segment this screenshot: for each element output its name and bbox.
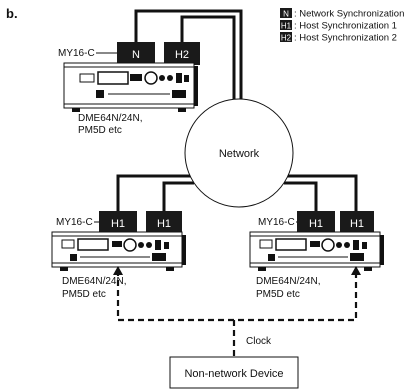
port-label: H1: [157, 218, 171, 230]
knob-icon: [123, 238, 137, 252]
legend-text: : Network Synchronization: [294, 9, 404, 20]
model-line-1: DME64N/24N,: [62, 276, 126, 287]
legend-key-box: [280, 8, 292, 18]
port-label: N: [132, 49, 140, 61]
rack-unit: [63, 62, 195, 109]
model-line-2: PM5D etc: [78, 125, 122, 136]
legend-text: : Host Synchronization 2: [294, 33, 397, 44]
port-h2: [164, 42, 200, 65]
legend-key: H1: [281, 22, 292, 31]
port-label: H1: [350, 218, 364, 230]
model-line-1: DME64N/24N,: [78, 113, 142, 124]
rack-unit: [249, 231, 381, 268]
legend-key-box: [280, 32, 292, 42]
left-device: MY16-C H1 H1 DME64N/24N, PM5D etc: [51, 211, 186, 300]
model-line-2: PM5D etc: [62, 289, 106, 300]
top-device: MY16-C N H2 DME64N/24N, PM5D etc: [58, 42, 200, 136]
port-h1: [99, 211, 137, 234]
network-label: Network: [219, 148, 260, 160]
legend-item-h1: H1 : Host Synchronization 1: [280, 20, 397, 32]
port-h1: [297, 211, 335, 234]
legend-item-h2: H2 : Host Synchronization 2: [280, 32, 397, 44]
non-network-device: Non-network Device: [169, 356, 299, 389]
card-label: MY16-C: [258, 217, 295, 228]
display-screen: [97, 71, 129, 85]
model-line-1: DME64N/24N,: [256, 276, 320, 287]
port-label: H2: [175, 49, 189, 61]
port-label: H1: [111, 218, 125, 230]
right-device: MY16-C H1 H1 DME64N/24N, PM5D etc: [249, 211, 384, 300]
display-screen: [77, 238, 109, 251]
clock-bus: [116, 270, 358, 322]
display-screen: [275, 238, 307, 251]
cable-left-h1b: [162, 181, 194, 212]
legend-item-n: N : Network Synchronization: [280, 8, 404, 20]
clock-lines: [116, 270, 358, 357]
legend-key-box: [280, 20, 292, 30]
figure-label: b.: [6, 6, 18, 21]
port-h1: [146, 211, 182, 234]
legend-key: H2: [281, 34, 292, 43]
cable-right-h1a: [284, 181, 318, 212]
rack-unit: [51, 231, 183, 268]
card-label: MY16-C: [58, 48, 95, 59]
legend: N : Network Synchronization H1 : Host Sy…: [280, 8, 404, 44]
knob-icon: [144, 71, 158, 85]
network-cables: [116, 9, 358, 212]
arrow-up-icon: [113, 266, 123, 275]
clock-label: Clock: [246, 336, 272, 347]
cable-right-h1b: [279, 174, 358, 212]
cable-top-h2: [180, 15, 236, 103]
port-label: H1: [309, 218, 323, 230]
model-line-2: PM5D etc: [256, 289, 300, 300]
non-network-box: [169, 356, 299, 389]
non-network-label: Non-network Device: [184, 368, 283, 380]
port-h1: [340, 211, 374, 234]
legend-text: : Host Synchronization 1: [294, 21, 397, 32]
card-label: MY16-C: [56, 217, 93, 228]
port-n: [117, 42, 155, 65]
cable-left-h1a: [116, 174, 198, 212]
arrow-up-icon: [351, 266, 361, 275]
display-panel: [79, 73, 95, 83]
cable-top-n: [134, 9, 243, 103]
knob-icon: [321, 238, 335, 252]
network-circle: [184, 98, 294, 208]
network-cloud: Network: [184, 98, 294, 208]
legend-key: N: [283, 10, 289, 19]
